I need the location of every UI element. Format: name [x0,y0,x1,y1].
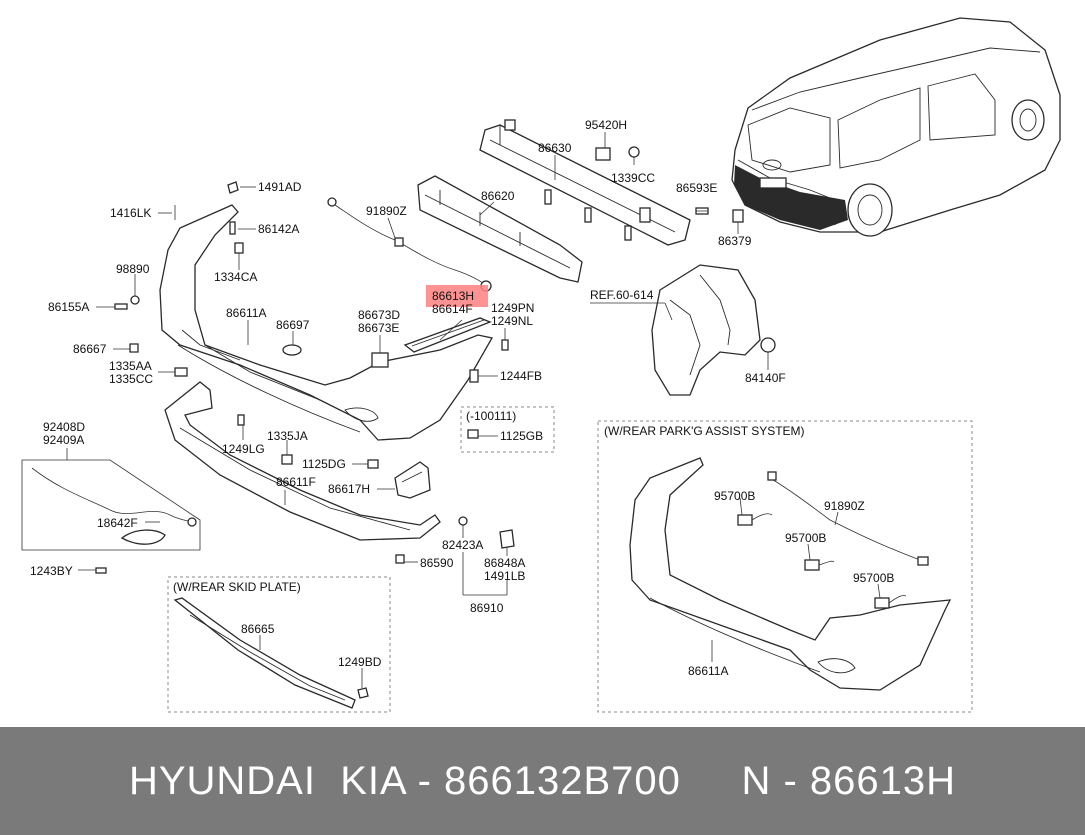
label-86617H: 86617H [328,482,370,496]
label-ref-60-614: REF.60-614 [590,288,654,302]
label-1491AD: 1491AD [258,180,302,194]
label-86613H: 86613H [432,289,474,303]
label-86667: 86667 [73,342,107,356]
label-1335AA: 1335AA [109,359,152,373]
label-1244FB: 1244FB [500,369,542,383]
label-86611F: 86611F [276,475,316,489]
box-title-park-assist: (W/REAR PARK'G ASSIST SYSTEM) [604,424,805,438]
label-86611A-2: 86611A [688,664,728,678]
label-1249BD: 1249BD [338,655,382,669]
label-1243BY: 1243BY [30,564,73,578]
callout-labels: 1491AD 1416LK 86142A 98890 1334CA 86155A… [30,118,894,678]
label-1339CC: 1339CC [611,171,655,185]
absorber-86620 [417,175,583,283]
label-1249PN: 1249PN [491,301,534,315]
harness-92408D [21,459,201,551]
label-86910: 86910 [470,601,504,615]
label-86155A: 86155A [48,300,89,314]
label-1334CA: 1334CA [214,270,257,284]
label-date-note: (-100111) [466,409,516,423]
leader-lines [66,132,881,688]
fasteners [95,146,776,699]
label-86379: 86379 [718,234,752,248]
label-1125GB: 1125GB [500,429,543,443]
quarter-panel-ref [651,264,761,396]
label-91890Z: 91890Z [366,204,407,218]
label-86673D: 86673D [358,308,400,322]
vehicle-illustration [731,17,1061,237]
label-86614F: 86614F [432,302,473,316]
label-1491LB: 1491LB [484,569,525,583]
lower-cover-86611F [164,381,441,541]
label-1249LG: 1249LG [222,442,265,456]
label-86673E: 86673E [358,321,399,335]
label-86620: 86620 [481,189,515,203]
label-95700B-1: 95700B [714,489,755,503]
label-1335JA: 1335JA [267,429,308,443]
label-82423A: 82423A [442,538,483,552]
label-86590: 86590 [420,556,454,570]
skid-plate-box [167,576,391,713]
label-1249NL: 1249NL [491,314,533,328]
label-95700B-2: 95700B [785,531,826,545]
rear-beam-86630 [479,119,691,246]
label-86630: 86630 [538,141,572,155]
label-86593E: 86593E [676,181,717,195]
label-91890Z-2: 91890Z [824,499,865,513]
label-92408D: 92408D [43,420,85,434]
label-1335CC: 1335CC [109,372,153,386]
bumper-cover-86611A [159,204,494,441]
label-18642F: 18642F [97,516,138,530]
label-84140F: 84140F [745,371,786,385]
label-1125DG: 1125DG [302,457,346,471]
label-86611A: 86611A [226,306,266,320]
footer-bar: HYUNDAI KIA - 866132B700 N - 86613H [0,727,1085,835]
label-86848A: 86848A [484,556,525,570]
label-98890: 98890 [116,262,150,276]
label-86665: 86665 [241,622,275,636]
label-92409A: 92409A [43,433,84,447]
parts-diagram: 1491AD 1416LK 86142A 98890 1334CA 86155A… [21,17,1061,713]
label-95700B-3: 95700B [853,571,894,585]
park-assist-box [597,420,973,713]
bracket-86617H [394,461,431,499]
box-title-skid-plate: (W/REAR SKID PLATE) [173,580,301,594]
label-1416LK: 1416LK [110,206,151,220]
label-95420H: 95420H [585,118,627,132]
label-86697: 86697 [276,318,310,332]
footer-part-number: HYUNDAI KIA - 866132B700 N - 86613H [128,758,957,803]
label-86142A: 86142A [258,222,299,236]
highlight-86613H [426,285,488,307]
